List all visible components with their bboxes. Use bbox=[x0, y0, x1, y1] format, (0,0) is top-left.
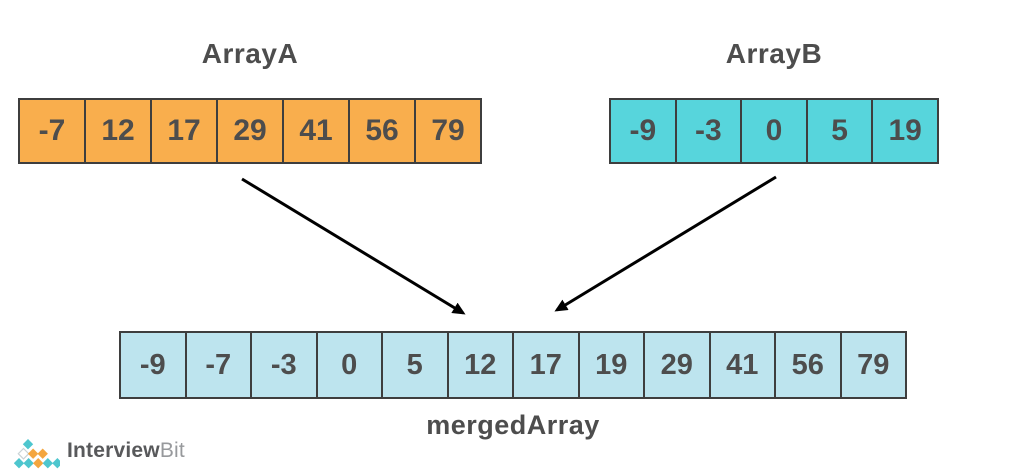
array-a-cell: 56 bbox=[350, 100, 416, 162]
array-a: -7 12 17 29 41 56 79 bbox=[18, 98, 482, 164]
merged-array-cell: 56 bbox=[776, 333, 842, 397]
merged-array-cell: 29 bbox=[645, 333, 711, 397]
array-b-cell: 0 bbox=[742, 100, 808, 162]
array-b-title: ArrayB bbox=[725, 38, 823, 69]
merged-array-cell: 79 bbox=[841, 333, 905, 397]
interviewbit-logo: InterviewBit bbox=[14, 433, 185, 469]
merged-array-cell: 0 bbox=[317, 333, 383, 397]
array-a-cell: 79 bbox=[416, 100, 480, 162]
array-b-cell: -9 bbox=[611, 100, 677, 162]
merged-array-cell: 19 bbox=[579, 333, 645, 397]
array-a-cell: 12 bbox=[86, 100, 152, 162]
array-b: -9 -3 0 5 19 bbox=[609, 98, 939, 164]
merged-array-title: mergedArray bbox=[426, 410, 600, 440]
merged-array-cell: 41 bbox=[710, 333, 776, 397]
array-a-cell: 29 bbox=[218, 100, 284, 162]
merged-array-cell: 5 bbox=[383, 333, 449, 397]
merged-array-cell: -3 bbox=[252, 333, 318, 397]
array-b-cell: 5 bbox=[807, 100, 874, 162]
interviewbit-pyramid-icon bbox=[14, 439, 60, 469]
merged-array-cell: -9 bbox=[121, 333, 187, 397]
brand-name-secondary: Bit bbox=[159, 439, 185, 462]
merged-array: -9 -7 -3 0 5 12 17 19 29 41 56 79 bbox=[119, 331, 907, 399]
brand-name-primary: Interview bbox=[67, 439, 160, 462]
merged-array-cell: -7 bbox=[186, 333, 252, 397]
arrow-from-array-a bbox=[241, 177, 466, 315]
array-a-cell: 17 bbox=[152, 100, 218, 162]
array-a-cell: -7 bbox=[20, 100, 86, 162]
array-a-cell: 41 bbox=[284, 100, 350, 162]
array-b-cell: -3 bbox=[676, 100, 743, 162]
array-a-title: ArrayA bbox=[201, 38, 299, 69]
interviewbit-wordmark: InterviewBit bbox=[67, 439, 185, 463]
arrow-from-array-b bbox=[554, 175, 777, 312]
merged-array-cell: 12 bbox=[448, 333, 514, 397]
array-b-cell: 19 bbox=[873, 100, 937, 162]
merged-array-cell: 17 bbox=[514, 333, 580, 397]
